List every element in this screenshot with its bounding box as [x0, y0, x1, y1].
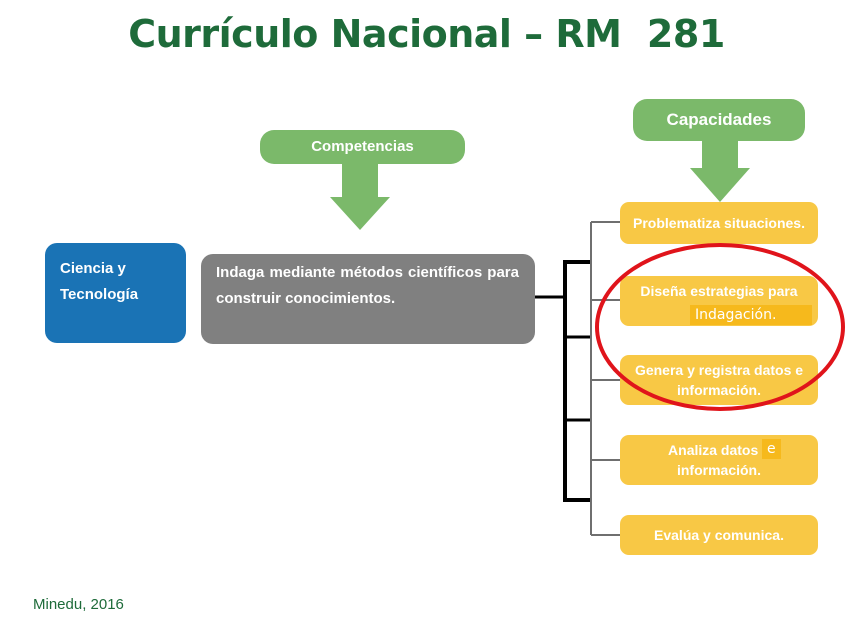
capacity-3-label: Genera y registra datos e información.	[634, 362, 804, 398]
subject-box: Ciencia y Tecnología	[45, 243, 186, 343]
competency-box: Indaga mediante métodos científicos para…	[201, 254, 535, 344]
capacity-3: Genera y registra datos e información.	[620, 355, 818, 405]
capacidades-label: Capacidades	[666, 110, 772, 129]
capacity-5: Evalúa y comunica.	[620, 515, 818, 555]
capacidades-arrow	[690, 138, 750, 202]
e-tag: e	[762, 439, 781, 459]
source-citation: Minedu, 2016	[33, 596, 124, 613]
competencias-arrow	[330, 160, 390, 230]
competencias-label: Competencias	[311, 138, 414, 155]
competency-label: Indaga mediante métodos científicos para…	[216, 264, 519, 307]
capacity-4: Analiza datos e información.	[620, 435, 818, 485]
capacity-5-label: Evalúa y comunica.	[654, 527, 784, 543]
capacidades-header: Capacidades	[633, 99, 805, 141]
capacity-1: Problematiza situaciones.	[620, 202, 818, 244]
indagacion-tag: Indagación.	[690, 305, 812, 325]
capacity-4-label: Analiza datos e información.	[668, 442, 770, 478]
subject-label: Ciencia y Tecnología	[60, 260, 139, 303]
capacity-1-label: Problematiza situaciones.	[633, 215, 805, 231]
competencias-header: Competencias	[260, 130, 465, 164]
page-title: Currículo Nacional – RM 281	[128, 12, 725, 56]
